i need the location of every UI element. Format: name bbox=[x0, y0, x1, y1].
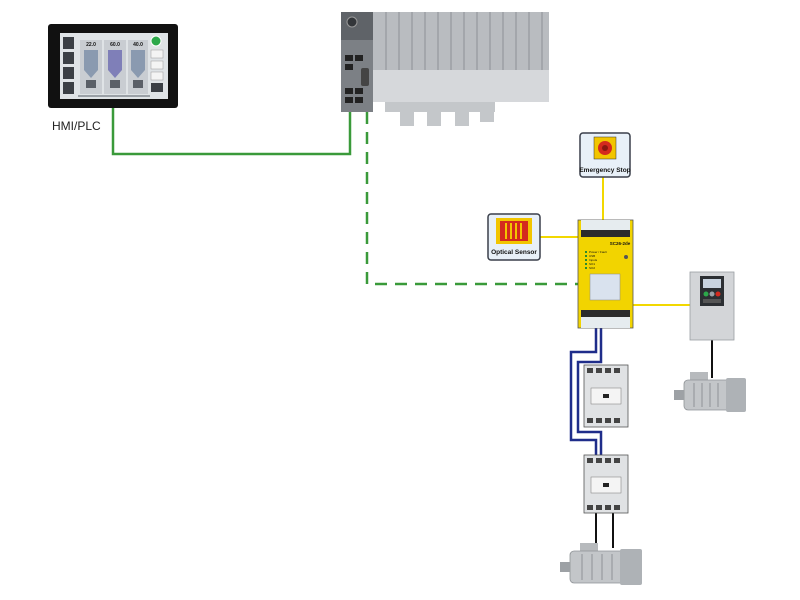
hmi-value-2: 60.0 bbox=[110, 42, 120, 48]
hmi-value-1: 22.0 bbox=[86, 42, 96, 48]
safety-controller: SC26-2de Power / Fault USB Inputs SO1 SO… bbox=[577, 219, 634, 329]
variable-frequency-drive bbox=[689, 271, 735, 341]
hmi-plc-label: HMI/PLC bbox=[52, 119, 101, 133]
contactor-wire-2 bbox=[576, 328, 603, 455]
controller-display bbox=[589, 273, 621, 301]
motor-bottom bbox=[560, 543, 642, 585]
hmi-plc-ethernet-cable bbox=[111, 108, 352, 156]
emergency-stop: Emergency Stop bbox=[579, 132, 631, 178]
light-curtain-icon bbox=[500, 221, 528, 241]
optical-sensor: Optical Sensor bbox=[487, 213, 541, 261]
hmi-value-3: 40.0 bbox=[133, 42, 143, 48]
controller-status-5: SO2 bbox=[589, 266, 595, 270]
io-modules bbox=[373, 12, 549, 126]
plc-rack bbox=[341, 12, 549, 126]
controller-status-4: SO1 bbox=[589, 262, 595, 266]
controller-status-1: Power / Fault bbox=[589, 250, 607, 254]
plc-safety-controller-dashed-link bbox=[365, 112, 578, 286]
hmi-go-indicator-icon bbox=[150, 35, 162, 47]
contactor-bottom bbox=[583, 454, 629, 514]
controller-status-3: Inputs bbox=[589, 258, 598, 262]
controller-status-2: USB bbox=[589, 254, 595, 258]
contactor-wire-1 bbox=[569, 328, 598, 455]
motor-right bbox=[674, 372, 746, 412]
hmi-touchscreen: 22.0 60.0 40.0 bbox=[48, 24, 178, 108]
emergency-stop-label: Emergency Stop bbox=[579, 167, 630, 174]
optical-sensor-label: Optical Sensor bbox=[491, 249, 537, 256]
controller-model-label: SC26-2de bbox=[610, 241, 631, 246]
contactor-top bbox=[583, 364, 629, 428]
